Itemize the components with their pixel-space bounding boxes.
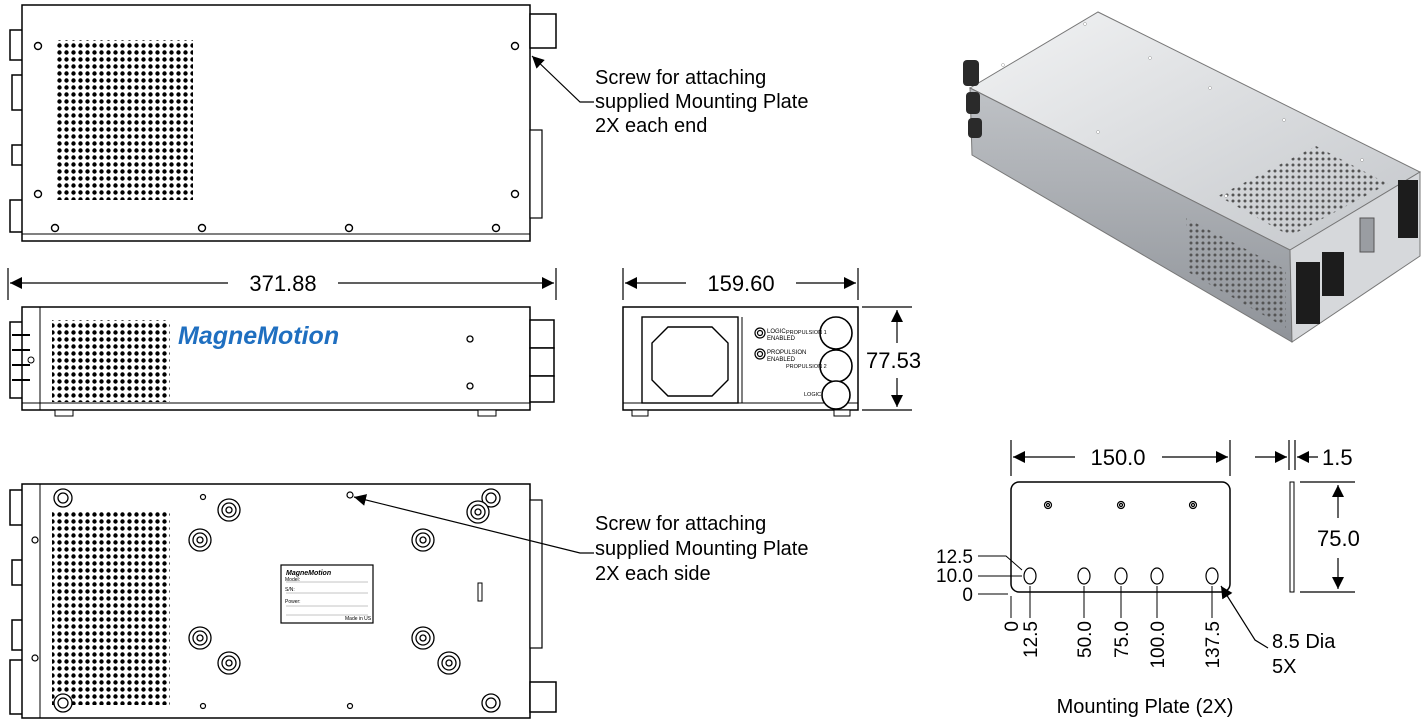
dim-height: 77.53 [866,348,921,373]
isometric-view [963,11,1422,343]
screw-icon [33,41,520,233]
dim-left-y-1: 12.5 [936,547,973,568]
end-propulsion-enabled-label: ENABLED [767,357,796,363]
dim-bottom-x-1: 0 [1002,621,1023,632]
hole-callout-count: 5X [1272,656,1296,678]
dim-left-y-3: 0 [962,585,973,606]
screw-note-bottom-line2: supplied Mounting Plate [595,538,808,560]
brand-logo: MagneMotion [178,322,339,350]
nameplate-brand: MagneMotion [286,570,331,577]
vent-grille [52,320,170,402]
screw-note-top-line2: supplied Mounting Plate [595,91,808,113]
height-dimension [862,306,912,411]
screw-note-top-line1: Screw for attaching [595,67,766,89]
dim-bottom-x-5: 100.0 [1148,621,1169,669]
screw-note-bottom-line3: 2X each side [595,563,711,585]
dim-length: 371.88 [249,271,316,296]
end-p1-label: PROPULSION 1 [786,330,827,336]
vent-grille [52,510,170,705]
screw-note-bottom-line1: Screw for attaching [595,513,766,535]
nameplate-power: Power: [285,599,301,605]
end-logic-label: LOGIC [767,329,786,335]
end-enabled-label: ENABLED [767,336,796,342]
dim-width: 159.60 [707,271,774,296]
dim-plate-width: 150.0 [1090,445,1145,470]
front-view [9,306,555,417]
end-logic-port-label: LOGIC [804,392,821,398]
nameplate [280,564,374,624]
dim-bottom-x-3: 50.0 [1075,621,1096,658]
dim-bottom-x-2: 12.5 [1021,621,1042,658]
nameplate-model: Model: [285,577,300,583]
width-dimension [622,268,859,300]
length-dimension [7,268,557,300]
foot-icon [53,488,501,713]
screw-note-top-line3: 2X each end [595,115,707,137]
screw-icon [466,335,474,390]
screw-icon [31,491,354,710]
vent-grille [55,40,193,200]
dim-plate-height: 75.0 [1317,526,1360,551]
top-view [9,4,594,242]
end-propulsion-label: PROPULSION [767,350,806,356]
plate-hole-icon [1023,500,1219,585]
mounting-plate [978,440,1355,649]
plate-caption: Mounting Plate (2X) [1057,696,1234,718]
nameplate-made: Made in US [345,616,372,622]
end-p2-label: PROPULSION 2 [786,364,827,370]
hole-callout-dia: 8.5 Dia [1272,631,1336,653]
bottom-view [9,483,594,719]
dim-left-y-2: 10.0 [936,566,973,587]
nameplate-sn: S/N: [285,587,295,593]
end-view [622,306,859,417]
dim-bottom-x-6: 137.5 [1203,621,1224,669]
dim-plate-thickness: 1.5 [1322,445,1353,470]
dim-bottom-x-4: 75.0 [1112,621,1133,658]
